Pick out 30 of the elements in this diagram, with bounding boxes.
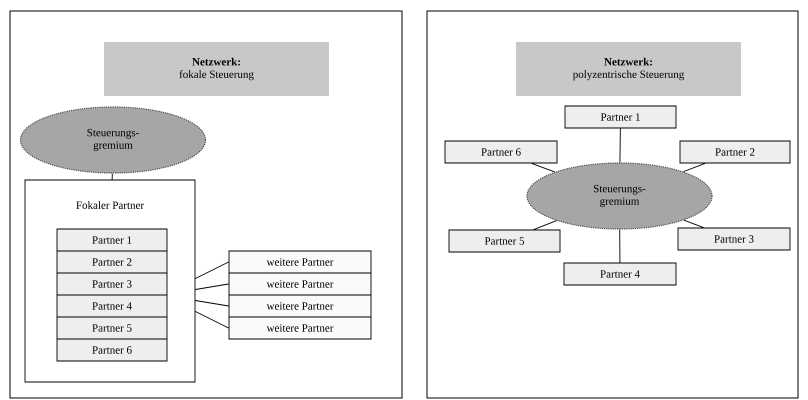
title-box: Netzwerk: polyzentrische Steuerung [516, 42, 741, 96]
connector-line [195, 311, 229, 328]
connector-line [195, 284, 229, 290]
connector-line [683, 163, 706, 172]
partner-box: Partner 1 [56, 228, 168, 252]
partner-box: Partner 1 [564, 106, 676, 128]
partner-box: Partner 4 [564, 262, 676, 286]
partner-box: weitere Partner [228, 250, 372, 274]
partner-box: weitere Partner [228, 272, 372, 296]
connector-line [195, 300, 229, 306]
partner-box: weitere Partner [228, 316, 372, 340]
partner-box: Partner 2 [56, 250, 168, 274]
partner-box: Partner 3 [678, 228, 790, 250]
partner-box: Partner 4 [56, 294, 168, 318]
connector-line [533, 220, 557, 230]
connector-line [531, 163, 556, 172]
partner-box: Partner 6 [56, 338, 168, 362]
partner-box: weitere Partner [228, 294, 372, 318]
partner-box: Partner 6 [444, 140, 558, 164]
frame-label: Fokaler Partner [76, 201, 144, 209]
partner-box: Partner 5 [56, 316, 168, 340]
connector-line [195, 262, 229, 279]
connector-line [619, 229, 620, 263]
partner-box: Partner 5 [448, 230, 560, 252]
connector-line [684, 220, 704, 228]
connector-line [112, 173, 113, 180]
title-box: Netzwerk: fokale Steuerung [104, 42, 329, 96]
connector-line [619, 128, 621, 163]
partner-box: Partner 3 [56, 272, 168, 296]
partner-box: Partner 2 [680, 140, 790, 164]
